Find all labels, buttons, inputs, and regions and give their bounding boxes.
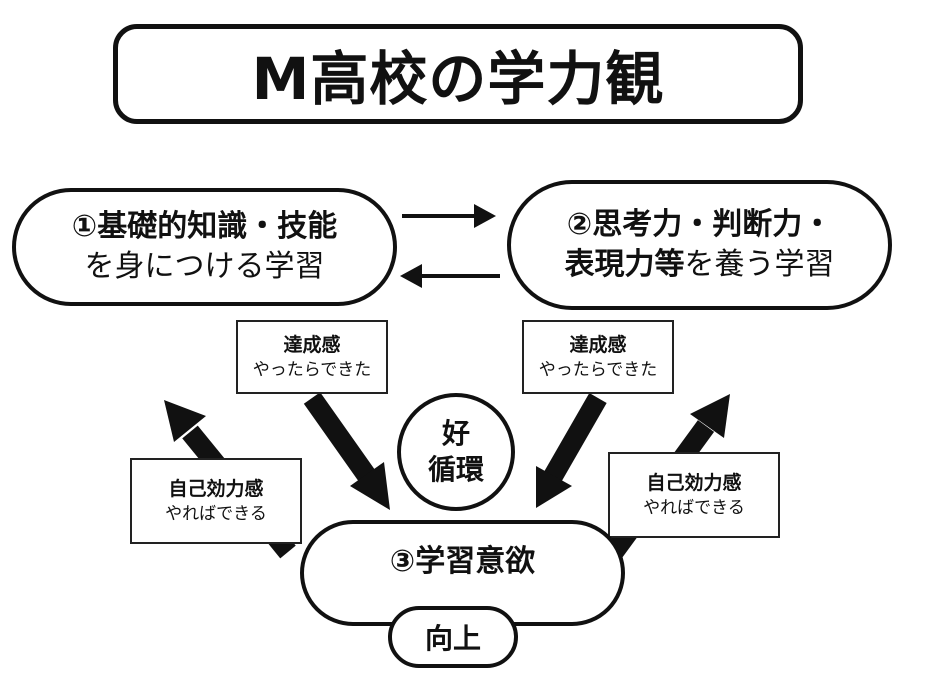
virtuous-cycle-circle: 好 循環 bbox=[397, 393, 515, 511]
arrow-1-to-2 bbox=[402, 204, 496, 228]
efficacy-right-text: やればできる bbox=[643, 498, 745, 518]
title-box: M高校の学力観 bbox=[113, 24, 803, 124]
achievement-right-title: 達成感 bbox=[569, 334, 627, 356]
improvement-badge: 向上 bbox=[388, 606, 518, 668]
achievement-left-title: 達成感 bbox=[283, 334, 341, 356]
node3-label: ③学習意欲 bbox=[389, 544, 536, 579]
efficacy-left-text: やればできる bbox=[165, 504, 267, 524]
badge-text: 向上 bbox=[424, 622, 481, 655]
cycle-line2: 循環 bbox=[427, 453, 484, 486]
arrow-2-to-3 bbox=[536, 393, 607, 508]
cycle-line1: 好 bbox=[441, 417, 470, 450]
node2-line2b: を養う学習 bbox=[684, 247, 835, 282]
achievement-left-text: やったらできた bbox=[252, 360, 372, 380]
node2-line2a: 表現力等 bbox=[564, 247, 685, 282]
label-efficacy-right: 自己効力感 やればできる bbox=[608, 452, 780, 538]
node1-line2: を身につける学習 bbox=[84, 249, 325, 284]
achievement-right-text: やったらできた bbox=[538, 360, 658, 380]
label-efficacy-left: 自己効力感 やればできる bbox=[130, 458, 302, 544]
arrow-1-to-3 bbox=[303, 392, 390, 510]
node-basic-knowledge: ①基礎的知識・技能 を身につける学習 bbox=[12, 188, 397, 306]
node2-line2: 表現力等を養う学習 bbox=[565, 245, 835, 285]
label-achievement-right: 達成感 やったらできた bbox=[522, 320, 674, 394]
node-thinking-skills: ②思考力・判断力・ 表現力等を養う学習 bbox=[507, 180, 892, 310]
node1-line1: ①基礎的知識・技能 bbox=[71, 209, 338, 244]
label-achievement-left: 達成感 やったらできた bbox=[236, 320, 388, 394]
arrow-2-to-1 bbox=[400, 264, 500, 288]
node2-line1: ②思考力・判断力・ bbox=[566, 207, 833, 242]
page-title: M高校の学力観 bbox=[251, 45, 665, 113]
efficacy-right-title: 自己効力感 bbox=[646, 472, 742, 494]
efficacy-left-title: 自己効力感 bbox=[168, 478, 264, 500]
